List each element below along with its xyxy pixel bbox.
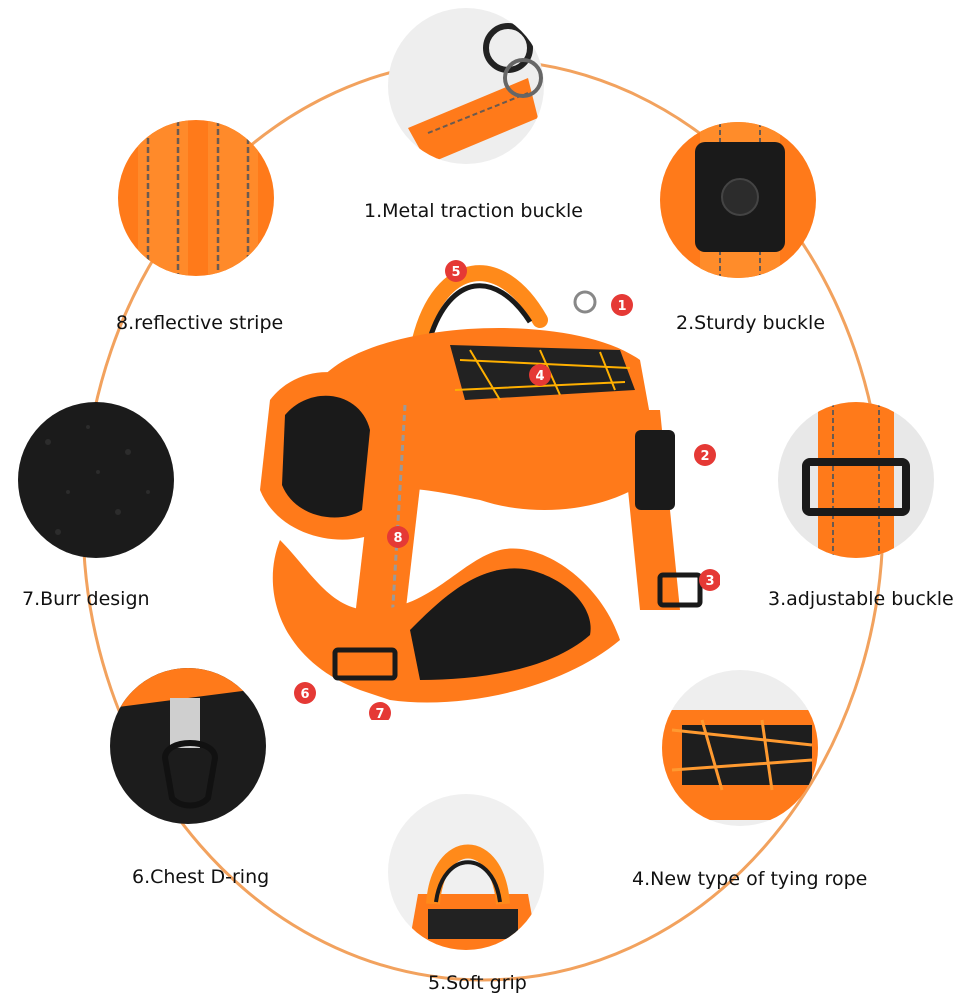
feature-label: 7.Burr design: [22, 588, 150, 610]
feature-label: 8.reflective stripe: [116, 312, 284, 334]
feature-label: 1.Metal traction buckle: [364, 200, 583, 222]
chest-d-ring-icon: [110, 668, 266, 824]
adjustable-buckle-icon: [778, 402, 934, 558]
feature-label: 2.Sturdy buckle: [676, 312, 826, 334]
marker-2: 2: [700, 449, 709, 464]
marker-4: 4: [535, 369, 544, 384]
burr-design-icon: [18, 402, 174, 558]
marker-7: 7: [375, 707, 384, 720]
sturdy-buckle-icon: [660, 122, 816, 278]
feature-label: 5.Soft grip: [428, 972, 527, 994]
marker-1: 1: [617, 299, 626, 314]
marker-3: 3: [705, 574, 714, 589]
metal-traction-buckle-icon: [388, 8, 544, 164]
feature-label: 6.Chest D-ring: [132, 866, 270, 888]
marker-8: 8: [393, 531, 402, 546]
feature-label: 3.adjustable buckle: [768, 588, 954, 610]
feature-label: 4.New type of tying rope: [632, 868, 868, 890]
dog-harness-illustration: 1 2 3 4 5 6 7 8: [260, 260, 720, 720]
soft-grip-icon: [388, 794, 544, 950]
marker-6: 6: [300, 687, 309, 702]
tying-rope-icon: [662, 670, 818, 826]
marker-5: 5: [451, 265, 460, 280]
reflective-stripe-icon: [118, 120, 274, 276]
